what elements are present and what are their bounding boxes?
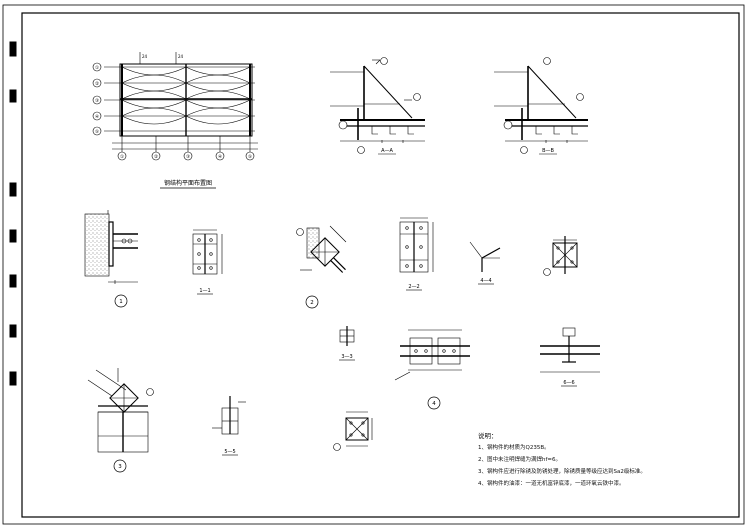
plan-col-axis-3: ③	[186, 154, 190, 160]
bolt-group-detail-drawing	[345, 411, 373, 447]
detail-3-bubble	[113, 459, 127, 473]
section-5-5-label: 5—5	[224, 449, 235, 455]
plan-col-axis-4: ④	[218, 154, 222, 160]
design-notes: 说明： 1、钢构件的材质为Q235B。 2、图中未注明焊缝为满焊hf=6。 3、…	[478, 430, 738, 490]
svg-text:24: 24	[142, 54, 148, 59]
plan-row-axis-2: ②	[95, 81, 99, 87]
detail-4-label: 4	[432, 401, 436, 407]
plan-row-axis-3: ③	[95, 98, 99, 104]
section-1-1-drawing	[192, 229, 223, 275]
section-2-2-label: 2—2	[408, 284, 419, 290]
notes-title: 说明：	[478, 432, 498, 440]
detail-1-bubble	[114, 294, 128, 308]
plan-row-axis-5: ⑤	[95, 129, 99, 135]
detail-2-drawing	[300, 225, 347, 273]
section-4-4-drawing	[469, 241, 501, 272]
sheet-outer-border	[2, 4, 745, 525]
note-item-1: 1、钢构件的材质为Q235B。	[478, 445, 550, 451]
section-1-1-label: 1—1	[199, 288, 210, 294]
binding-margin-marks	[9, 41, 17, 386]
bolt-group-detail-bubble	[333, 443, 341, 451]
detail-1-label: 1	[119, 299, 123, 305]
section-a-a-label: A—A	[381, 148, 393, 154]
detail-3-drawing	[87, 368, 149, 453]
section-2-2-drawing	[399, 217, 434, 273]
note-item-2: 2、图中未注明焊缝为满焊hf=6。	[478, 457, 562, 463]
section-6-6-drawing	[540, 327, 600, 373]
section-b-b-drawing	[494, 65, 588, 143]
plan-col-axis-2: ②	[154, 154, 158, 160]
plan-title: 钢结构平面布置图	[164, 179, 212, 187]
steel-plan-layout: 24 24	[104, 52, 258, 152]
detail-4-drawing	[394, 329, 470, 381]
plan-axis-bubbles-cols	[117, 151, 255, 161]
section-b-b-label: B—B	[542, 148, 554, 154]
bracket-detail-bubble	[543, 268, 551, 276]
detail-3-label: 3	[118, 464, 122, 470]
plan-row-axis-4: ④	[95, 114, 99, 120]
plan-col-axis-5: ⑤	[248, 154, 252, 160]
sheet-inner-border	[21, 12, 740, 518]
detail-2-bubble	[305, 295, 319, 309]
section-6-6-label: 6—6	[563, 380, 574, 386]
section-3-3-label: 3—3	[341, 354, 352, 360]
detail-2-index-bubble	[296, 228, 304, 236]
note-item-3: 3、钢构件应进行除锈及防锈处理，除锈质量等级应达到Sa2级标准。	[478, 469, 646, 475]
detail-4-bubble	[427, 396, 441, 410]
plan-row-axis-1: ①	[95, 65, 99, 71]
detail-1-drawing	[84, 210, 138, 284]
section-b-b-bubbles	[503, 57, 584, 154]
plan-axis-bubbles-rows	[92, 62, 102, 136]
detail-3-index-bubble	[146, 388, 154, 396]
detail-2-label: 2	[310, 300, 314, 306]
plan-col-axis-1: ①	[120, 154, 124, 160]
svg-text:24: 24	[178, 54, 184, 59]
note-item-4: 4、钢构件的油漆：一道无机富锌底漆，一道环氧云铁中漆。	[478, 481, 625, 487]
section-3-3-drawing	[339, 326, 355, 346]
bracket-detail-drawing	[552, 236, 578, 274]
section-a-a-drawing	[330, 59, 425, 143]
section-5-5-drawing	[212, 396, 246, 435]
section-4-4-label: 4—4	[480, 278, 491, 284]
section-a-a-bubbles	[338, 57, 421, 154]
